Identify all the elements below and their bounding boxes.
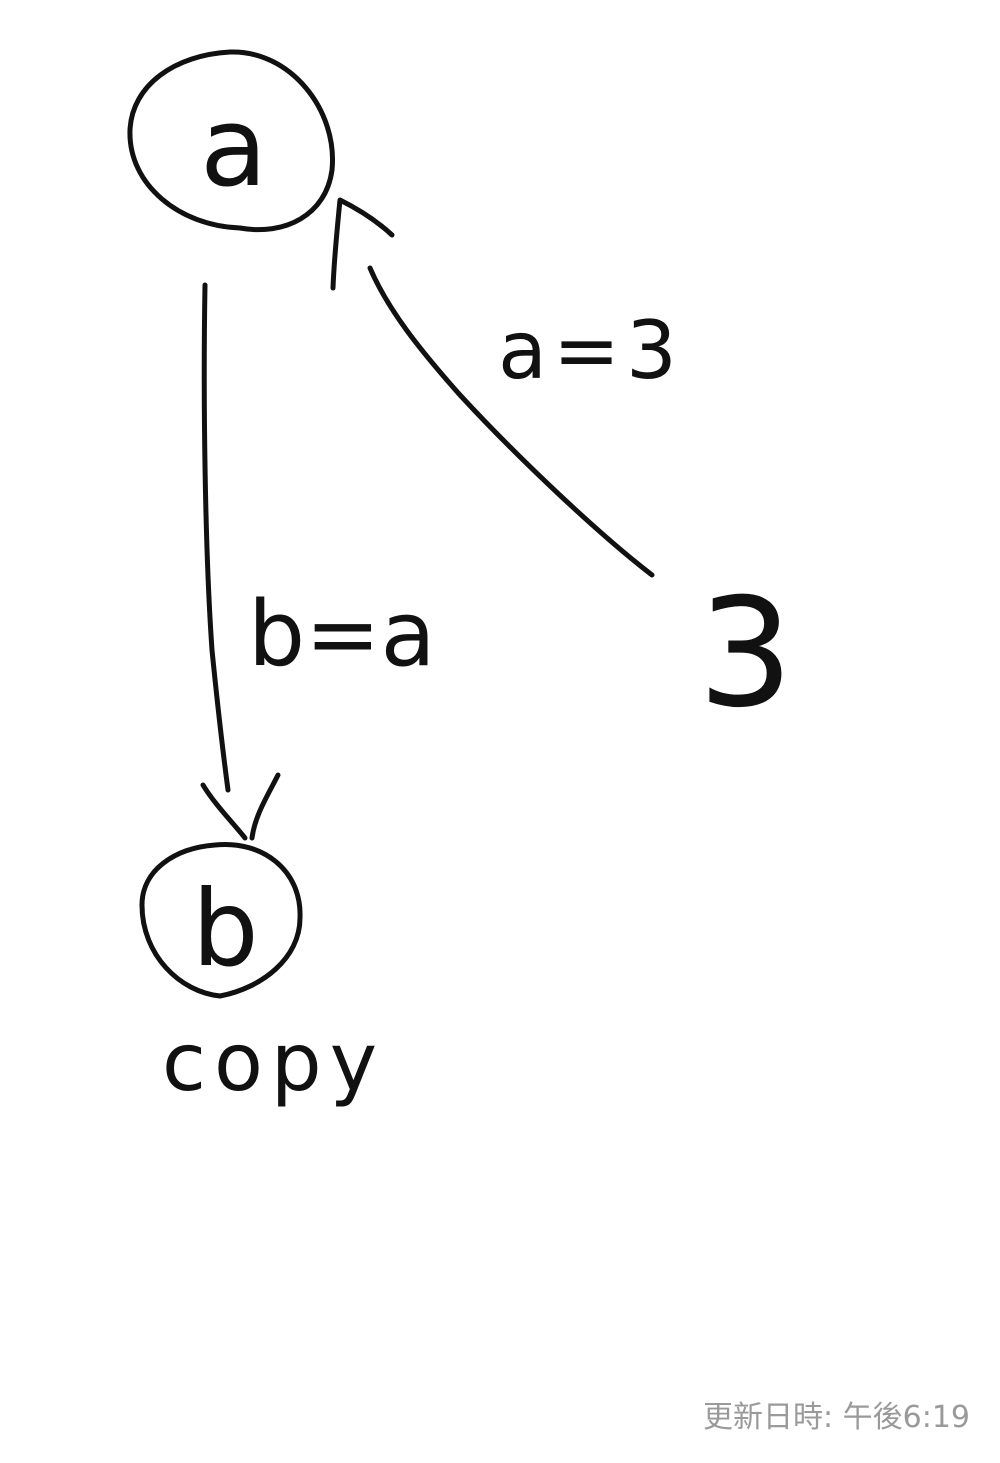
edge-a-to-b-arrowhead bbox=[200, 772, 281, 841]
node-b: b copy bbox=[139, 841, 385, 1109]
node-a-label: a bbox=[200, 83, 267, 211]
node-b-label: b bbox=[192, 868, 259, 990]
node-three-label: 3 bbox=[698, 567, 793, 741]
node-a: a bbox=[127, 49, 335, 233]
node-b-circle bbox=[139, 841, 303, 999]
edge-three-to-a-line bbox=[367, 265, 655, 578]
node-three: 3 bbox=[698, 567, 793, 741]
edge-a-to-b-line bbox=[201, 282, 231, 793]
edge-a-to-b: b=a bbox=[200, 282, 436, 841]
edge-three-to-a: a=3 bbox=[330, 197, 683, 578]
edge-three-to-a-label: a=3 bbox=[498, 304, 683, 397]
edge-a-to-b-label: b=a bbox=[248, 582, 436, 687]
updated-timestamp: 更新日時: 午後6:19 bbox=[702, 1400, 970, 1435]
node-b-note: copy bbox=[162, 1016, 385, 1109]
node-a-circle bbox=[127, 49, 335, 233]
edge-three-to-a-arrowhead bbox=[330, 197, 395, 291]
